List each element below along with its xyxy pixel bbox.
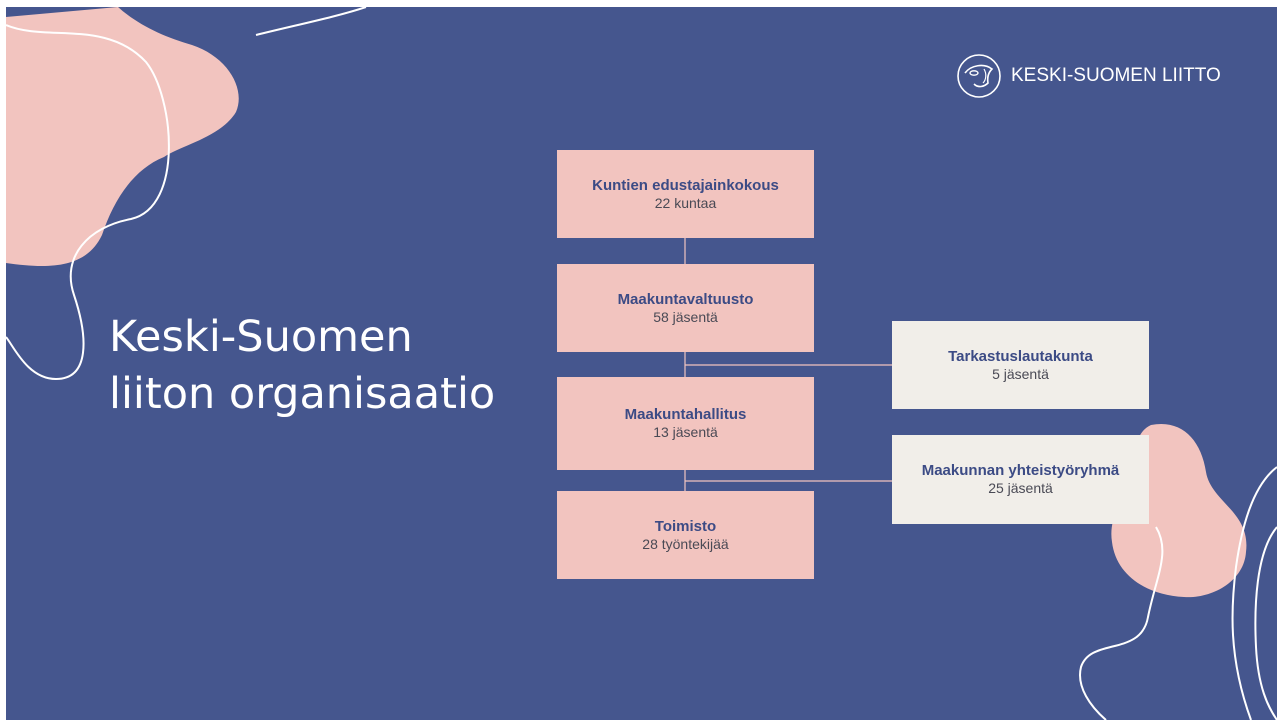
org-box-detail: 13 jäsentä	[653, 424, 718, 440]
org-box-regional-board: Maakuntahallitus 13 jäsentä	[557, 377, 814, 470]
org-box-regional-council: Maakuntavaltuusto 58 jäsentä	[557, 264, 814, 352]
bottom-right-outline-curve	[1079, 466, 1277, 720]
org-box-title: Toimisto	[654, 517, 717, 535]
page-title: Keski-Suomen liiton organisaatio	[109, 309, 495, 423]
org-box-detail: 5 jäsentä	[992, 365, 1049, 382]
org-box-representatives-assembly: Kuntien edustajainkokous 22 kuntaa	[557, 150, 814, 238]
title-line-1: Keski-Suomen	[109, 312, 413, 362]
slide: Keski-Suomen liiton organisaatio KESKI-S…	[6, 7, 1277, 720]
org-box-audit-committee: Tarkastuslautakunta 5 jäsentä	[892, 321, 1149, 409]
bird-head-emblem-icon	[957, 54, 1001, 98]
title-line-2: liiton organisaatio	[109, 369, 496, 419]
org-box-cooperation-group: Maakunnan yhteistyöryhmä 25 jäsentä	[892, 435, 1149, 524]
logo: KESKI-SUOMEN LIITTO	[956, 52, 1221, 100]
top-left-outline-curve	[6, 24, 170, 381]
top-right-outline-curve	[255, 7, 367, 36]
org-chart-connectors	[684, 238, 892, 491]
org-box-title: Maakunnan yhteistyöryhmä	[921, 462, 1120, 479]
org-box-title: Tarkastuslautakunta	[948, 347, 1093, 365]
org-box-title: Kuntien edustajainkokous	[592, 176, 779, 194]
logo-text: KESKI-SUOMEN LIITTO	[1011, 65, 1221, 86]
org-box-detail: 28 työntekijää	[642, 535, 729, 552]
org-box-title: Maakuntavaltuusto	[617, 290, 754, 308]
org-box-detail: 58 jäsentä	[653, 308, 718, 325]
org-box-title: Maakuntahallitus	[624, 406, 747, 423]
org-box-office: Toimisto 28 työntekijää	[557, 491, 814, 579]
org-box-detail: 25 jäsentä	[988, 480, 1053, 496]
top-left-blob	[6, 7, 239, 267]
org-box-detail: 22 kuntaa	[654, 194, 717, 211]
